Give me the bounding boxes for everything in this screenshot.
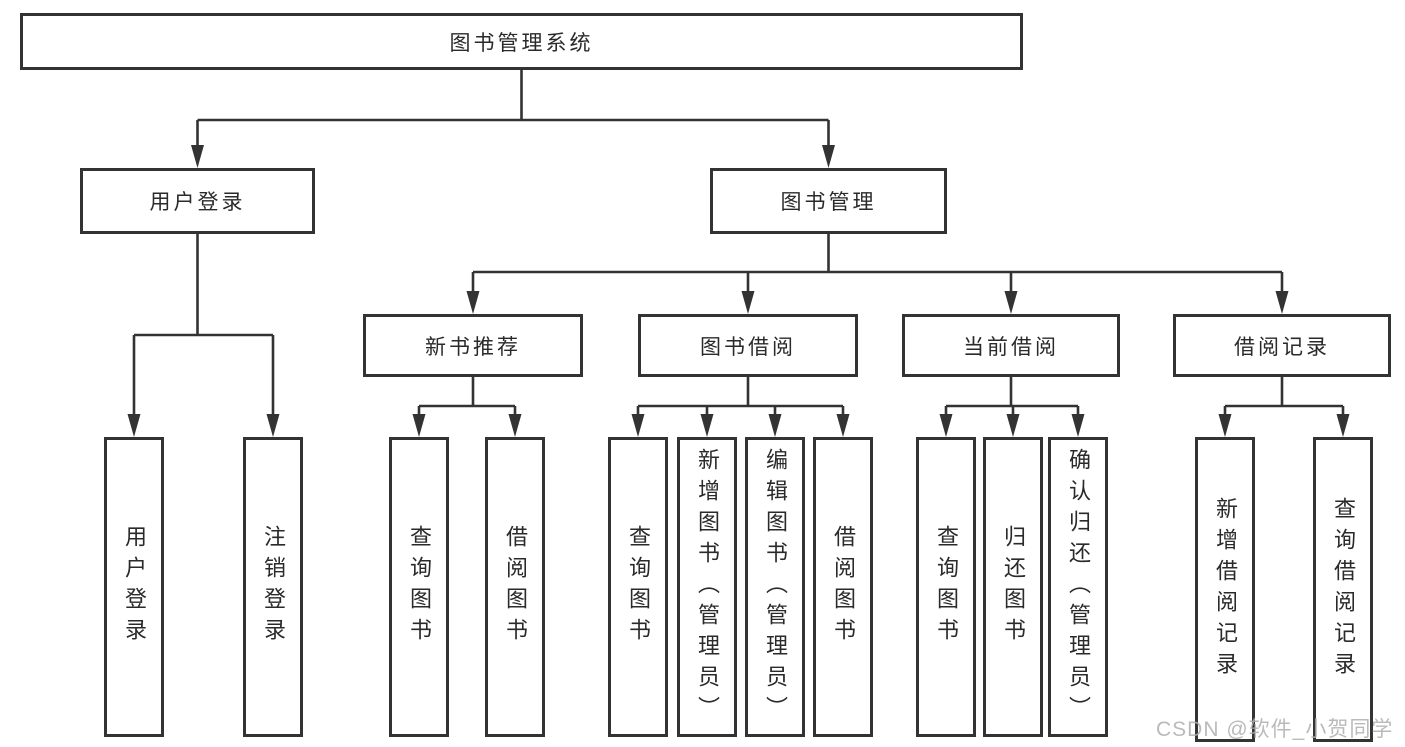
node-leaf-confirm-return-admin: 确认归还（管理员） [1048, 437, 1108, 737]
node-leaf-query-books-borrow: 查询图书 [608, 437, 668, 737]
node-leaf-query-books-current: 查询图书 [916, 437, 976, 737]
node-leaf-query-books-recommend: 查询图书 [389, 437, 449, 737]
node-user-login-branch: 用户登录 [80, 168, 315, 234]
node-leaf-add-books-admin: 新增图书（管理员） [677, 437, 737, 737]
node-leaf-query-borrow-record: 查询借阅记录 [1313, 437, 1373, 742]
node-borrowing-records: 借阅记录 [1173, 314, 1391, 377]
node-current-borrowing: 当前借阅 [902, 314, 1120, 377]
node-leaf-add-borrow-record: 新增借阅记录 [1195, 437, 1255, 742]
node-book-management-branch: 图书管理 [710, 168, 947, 234]
csdn-watermark: CSDN @软件_小贺同学 [1156, 718, 1394, 741]
node-new-book-recommend: 新书推荐 [363, 314, 583, 377]
node-leaf-edit-books-admin: 编辑图书（管理员） [745, 437, 805, 737]
node-book-borrowing: 图书借阅 [638, 314, 858, 377]
node-leaf-logout: 注销登录 [243, 437, 303, 737]
arrowheads [127, 145, 1350, 437]
node-root-library-system: 图书管理系统 [20, 13, 1023, 70]
node-leaf-return-books: 归还图书 [983, 437, 1043, 737]
node-leaf-borrow-books: 借阅图书 [813, 437, 873, 737]
node-leaf-borrow-books-recommend: 借阅图书 [485, 437, 545, 737]
node-leaf-user-login: 用户登录 [104, 437, 164, 737]
